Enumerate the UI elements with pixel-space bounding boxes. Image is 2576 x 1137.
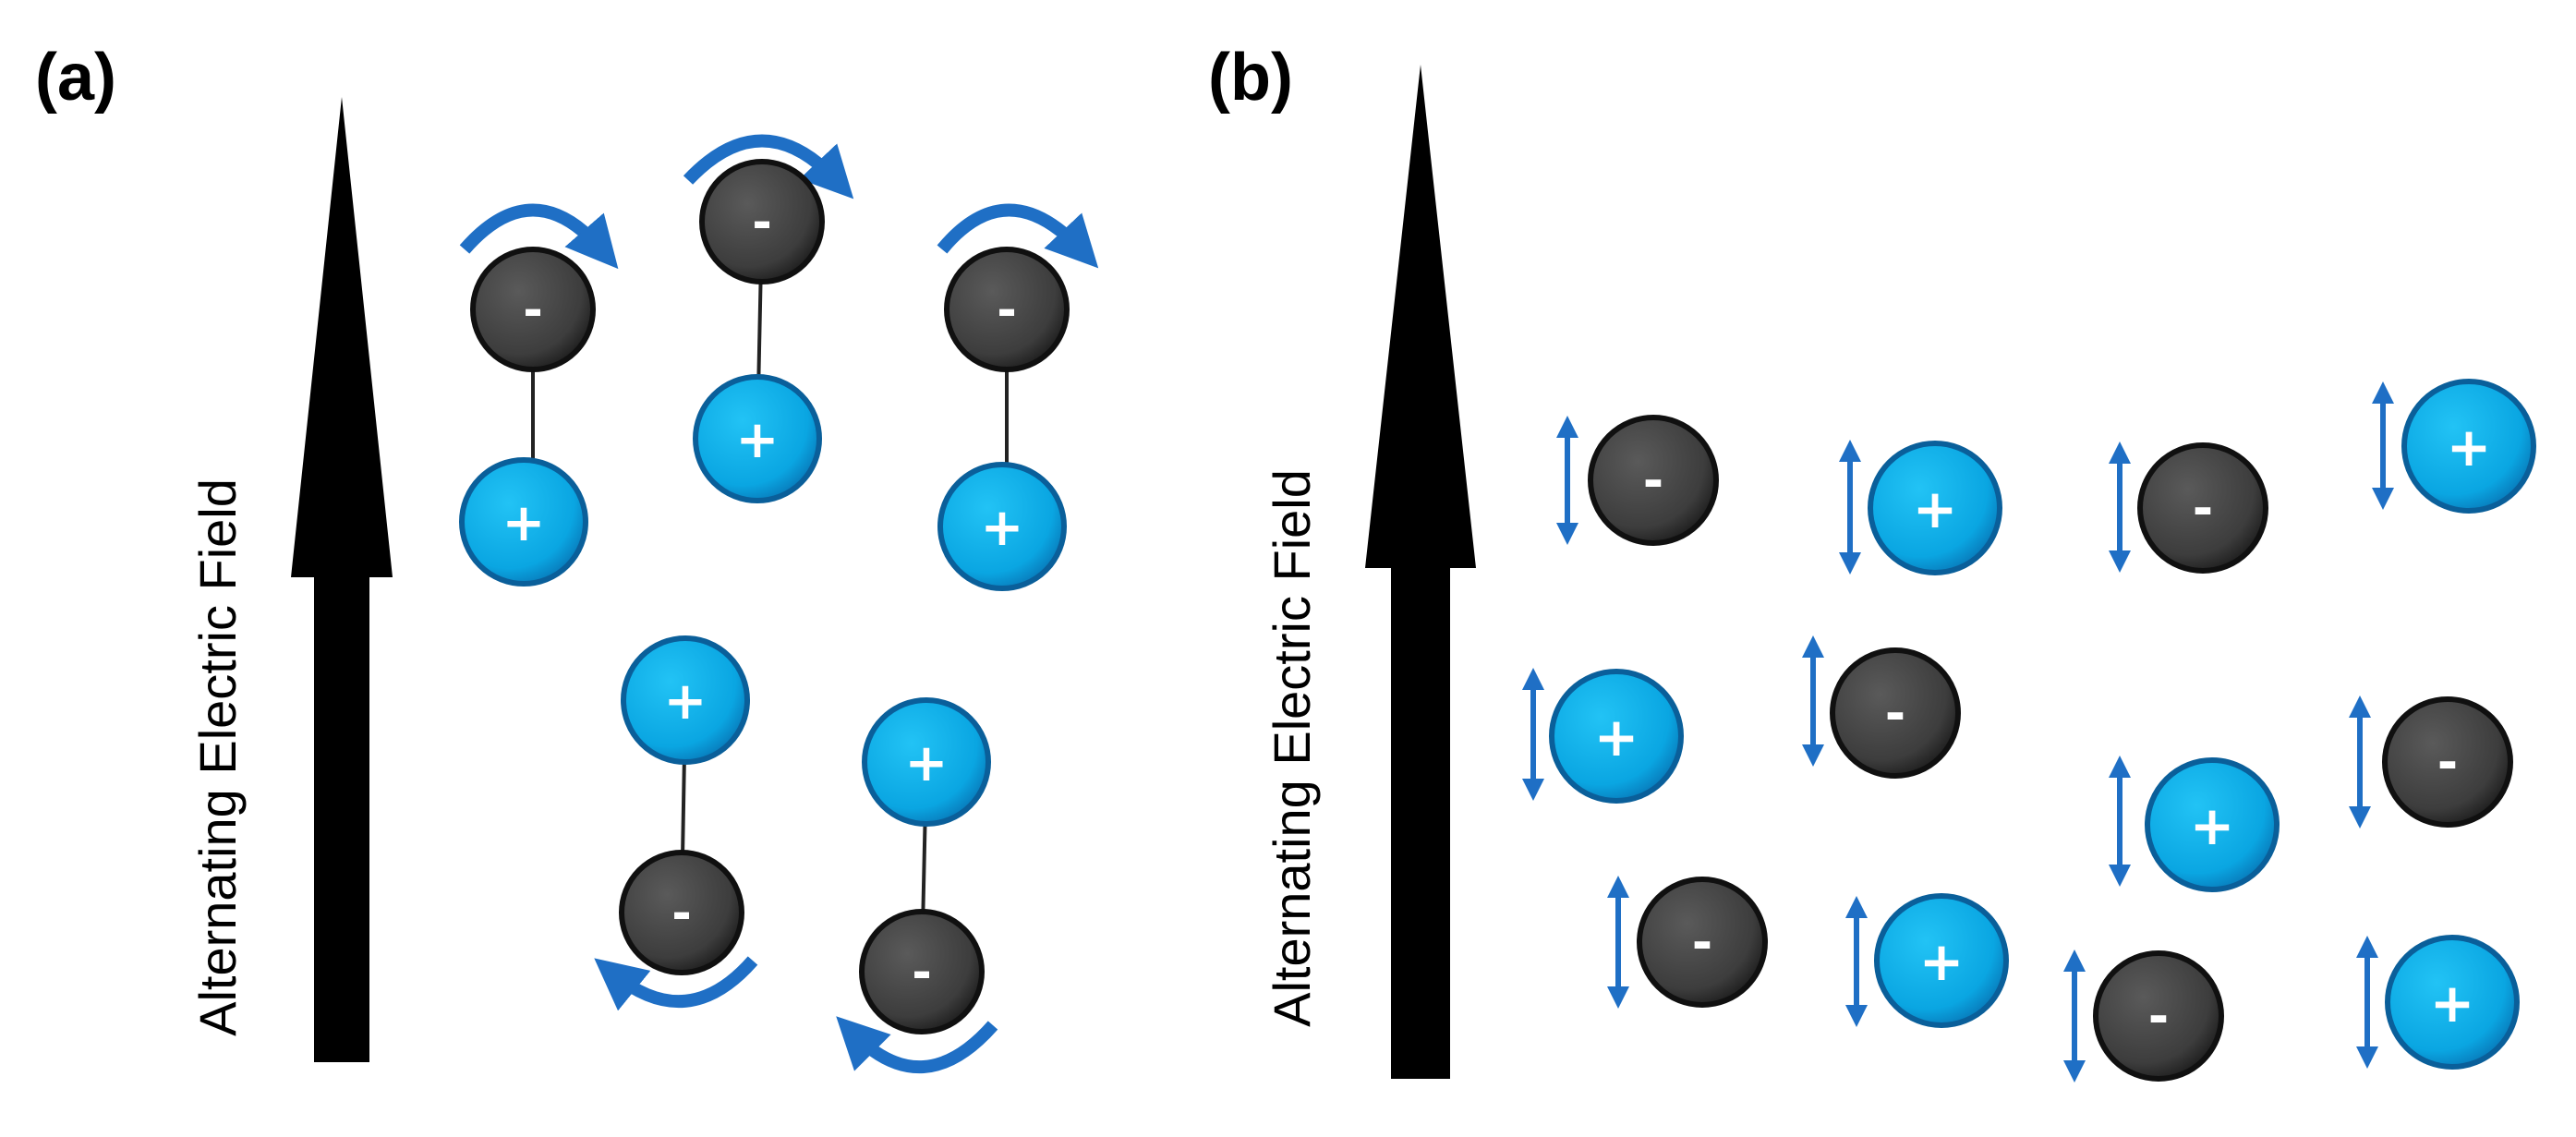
svg-text:+: +	[736, 410, 780, 470]
svg-text:-: -	[2193, 479, 2213, 538]
svg-text:-: -	[1643, 452, 1663, 510]
negative-charge: -	[944, 247, 1070, 372]
oscillating-positive-charge: +	[2372, 379, 2536, 514]
positive-charge: +	[459, 457, 588, 587]
panel-a-field-caption: Alternating Electric Field	[188, 478, 247, 1036]
rotation-arrow-icon	[836, 1016, 998, 1074]
rotation-arrow-icon	[937, 203, 1099, 269]
negative-charge: -	[859, 909, 985, 1034]
svg-text:+: +	[2447, 416, 2492, 478]
svg-text:+: +	[1913, 478, 1958, 540]
positive-charge: +	[693, 374, 822, 503]
svg-text:-: -	[523, 283, 543, 338]
oscillating-positive-charge: +	[2109, 756, 2280, 892]
oscillating-negative-charge: -	[2349, 696, 2513, 829]
oscillating-negative-charge: -	[1556, 415, 1719, 546]
rotation-arrow-icon	[683, 134, 854, 200]
svg-text:-: -	[912, 945, 932, 1000]
oscillating-negative-charge: -	[2063, 950, 2224, 1083]
oscillating-positive-charge: +	[2356, 935, 2520, 1070]
rotation-arrow-icon	[594, 956, 758, 1011]
positive-charge: +	[937, 462, 1067, 591]
svg-text:-: -	[997, 283, 1017, 338]
panel-a: (a) Alternating Electric Field - + -	[35, 41, 1099, 1074]
svg-text:+: +	[981, 498, 1024, 558]
dipole-5: + -	[836, 697, 998, 1074]
panel-b-label: (b)	[1208, 41, 1293, 115]
svg-text:+: +	[502, 493, 546, 553]
oscillating-charges: - + - + +	[1522, 379, 2536, 1083]
positive-charge: +	[621, 635, 750, 765]
svg-text:-: -	[2148, 987, 2169, 1046]
oscillating-positive-charge: +	[1839, 440, 2002, 575]
negative-charge: -	[699, 159, 825, 284]
panel-b: (b) Alternating Electric Field - + -	[1208, 41, 2536, 1083]
oscillating-positive-charge: +	[1845, 893, 2009, 1028]
dipole-1: - +	[459, 203, 619, 587]
dipole-4: + -	[594, 635, 758, 1011]
field-arrow-icon	[291, 97, 393, 1062]
field-arrow-icon	[1365, 65, 1476, 1079]
oscillating-negative-charge: -	[1802, 635, 1961, 779]
negative-charge: -	[619, 850, 744, 975]
dipole-3: - +	[937, 203, 1099, 591]
svg-text:-: -	[671, 886, 692, 941]
svg-text:-: -	[2437, 733, 2458, 792]
svg-text:-: -	[752, 195, 772, 250]
panel-a-label: (a)	[35, 41, 116, 115]
svg-text:-: -	[1692, 913, 1712, 972]
rotation-arrow-icon	[459, 203, 619, 270]
svg-text:+: +	[664, 671, 707, 732]
oscillating-negative-charge: -	[1607, 876, 1768, 1009]
svg-text:-: -	[1885, 684, 1905, 743]
panel-b-field-caption: Alternating Electric Field	[1263, 469, 1321, 1027]
svg-text:+: +	[1594, 706, 1639, 768]
svg-text:+: +	[905, 733, 949, 793]
svg-text:+: +	[2190, 794, 2235, 857]
oscillating-positive-charge: +	[1522, 668, 1684, 804]
positive-charge: +	[862, 697, 991, 827]
svg-text:+: +	[1919, 930, 1965, 993]
oscillating-negative-charge: -	[2109, 441, 2268, 574]
negative-charge: -	[470, 247, 596, 372]
svg-text:+: +	[2430, 972, 2475, 1034]
dipole-2: - +	[683, 134, 854, 503]
